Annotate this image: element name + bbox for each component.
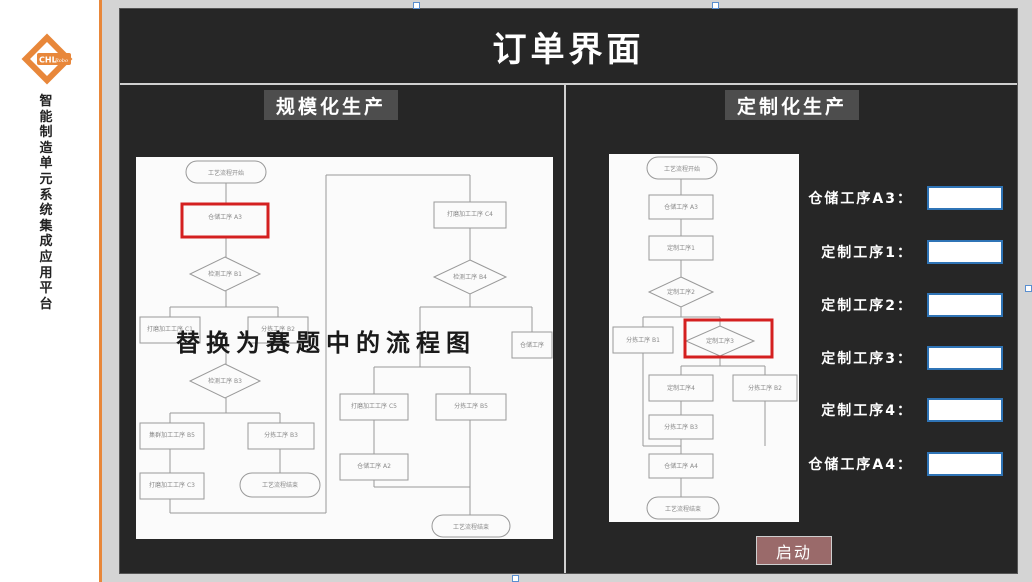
flow-node-b3-sort: 分拣工序 B3 bbox=[264, 431, 298, 439]
flow-node-a3: 仓储工序 A3 bbox=[208, 213, 242, 221]
platform-title: 智能制造单元系统集成应用平台 bbox=[39, 94, 53, 312]
flow-node-c1: 打磨加工工序 C1 bbox=[147, 325, 193, 333]
logo-subtext: Robo bbox=[54, 58, 68, 64]
flow-node-b5-sort: 分拣工序 B5 bbox=[454, 402, 488, 410]
flow-node-end-1: 工艺流程结束 bbox=[262, 481, 298, 489]
flow-node-b4: 检测工序 B4 bbox=[453, 273, 487, 281]
resize-handle[interactable] bbox=[512, 575, 519, 582]
start-button[interactable]: 启动 bbox=[756, 536, 832, 565]
flow-node-start: 工艺流程开始 bbox=[208, 169, 244, 177]
section-divider bbox=[564, 85, 566, 573]
flow-node-c4: 打磨加工工序 C4 bbox=[447, 210, 493, 218]
custom-3-input[interactable] bbox=[927, 346, 1003, 370]
chl-robo-logo: CHL Robo bbox=[21, 33, 73, 85]
flow-node-custom-3: 定制工序3 bbox=[706, 337, 734, 345]
flow-node-a2: 仓储工序 A2 bbox=[357, 462, 391, 470]
field-row-custom-1: 定制工序1： bbox=[807, 240, 1003, 264]
highlight-box-a3 bbox=[180, 202, 270, 239]
mass-production-flowchart: 工艺流程开始 仓储工序 A3 检测工序 B1 打磨加工工序 C1 分拣工序 B2… bbox=[136, 157, 553, 539]
custom-2-input[interactable] bbox=[927, 293, 1003, 317]
flow-node-b1: 检测工序 B1 bbox=[208, 270, 242, 278]
flow-node-c3: 打磨加工工序 C3 bbox=[149, 481, 195, 489]
logo-text: CHL bbox=[39, 56, 57, 65]
order-panel: 订单界面 规模化生产 定制化生产 bbox=[119, 8, 1018, 574]
custom-production-flowchart: 工艺流程开始 仓储工序 A3 定制工序1 定制工序2 分拣工序 B1 定制工序3… bbox=[609, 154, 799, 522]
flow-node-c5: 打磨加工工序 C5 bbox=[351, 402, 397, 410]
flow-node-custom-1: 定制工序1 bbox=[667, 244, 695, 252]
resize-handle[interactable] bbox=[1025, 285, 1032, 292]
storage-a3-input[interactable] bbox=[927, 186, 1003, 210]
resize-handle[interactable] bbox=[413, 2, 420, 9]
flow-node-start: 工艺流程开始 bbox=[664, 165, 700, 173]
storage-a3-label: 仓储工序A3： bbox=[808, 191, 913, 207]
flow-node-end-2: 工艺流程结束 bbox=[453, 523, 489, 531]
field-row-storage-a4: 仓储工序A4： bbox=[807, 452, 1003, 476]
flowchart-placeholder-text: 替换为赛题中的流程图 bbox=[176, 329, 476, 357]
custom-production-label: 定制化生产 bbox=[725, 90, 860, 120]
flow-node-a4: 仓储工序 A4 bbox=[664, 462, 698, 470]
flow-node-custom-4: 定制工序4 bbox=[667, 384, 695, 392]
sidebar: CHL Robo 智能制造单元系统集成应用平台 bbox=[0, 0, 99, 582]
flow-node-b2: 分拣工序 B2 bbox=[261, 325, 295, 333]
mass-production-label: 规模化生产 bbox=[264, 90, 399, 120]
field-row-custom-4: 定制工序4： bbox=[807, 398, 1003, 422]
custom-3-label: 定制工序3： bbox=[821, 351, 913, 367]
flow-node-end: 工艺流程结束 bbox=[665, 505, 701, 513]
field-row-custom-2: 定制工序2： bbox=[807, 293, 1003, 317]
sidebar-divider bbox=[99, 0, 102, 582]
flow-node-b2: 分拣工序 B2 bbox=[748, 384, 782, 392]
page-title: 订单界面 bbox=[120, 9, 1017, 85]
storage-a4-label: 仓储工序A4： bbox=[808, 457, 913, 473]
flow-node-a3: 仓储工序 A3 bbox=[664, 203, 698, 211]
custom-1-label: 定制工序1： bbox=[821, 245, 913, 261]
flow-node-b3: 检测工序 B3 bbox=[208, 377, 242, 385]
custom-1-input[interactable] bbox=[927, 240, 1003, 264]
custom-4-input[interactable] bbox=[927, 398, 1003, 422]
field-row-storage-a3: 仓储工序A3： bbox=[807, 186, 1003, 210]
field-row-custom-3: 定制工序3： bbox=[807, 346, 1003, 370]
resize-handle[interactable] bbox=[712, 2, 719, 9]
flow-node-b3: 分拣工序 B3 bbox=[664, 423, 698, 431]
flow-node-b1: 分拣工序 B1 bbox=[626, 336, 660, 344]
custom-2-label: 定制工序2： bbox=[821, 298, 913, 314]
custom-4-label: 定制工序4： bbox=[821, 403, 913, 419]
flow-node-b5: 集群加工工序 B5 bbox=[149, 431, 195, 439]
highlight-box-custom-2 bbox=[683, 318, 774, 359]
flow-node-custom-2: 定制工序2 bbox=[667, 288, 695, 296]
flow-node-storage: 仓储工序 bbox=[520, 341, 544, 349]
storage-a4-input[interactable] bbox=[927, 452, 1003, 476]
